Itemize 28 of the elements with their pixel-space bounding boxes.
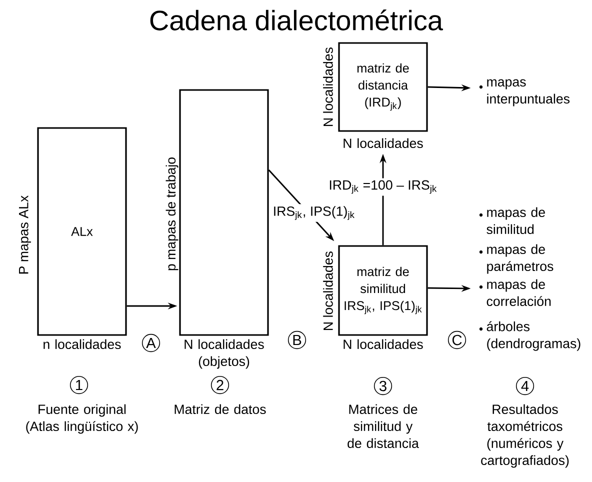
title: Cadena dialectométrica xyxy=(150,10,444,30)
edge-label: IRS$_{jk}$, IPS(1)$_{jk}$ xyxy=(270,204,358,222)
circled-number: 4 xyxy=(516,376,534,396)
axis-label: N localidades xyxy=(323,252,333,330)
axis-label: N localidades xyxy=(344,339,423,350)
bullet-item: mapas de correlación xyxy=(479,279,551,306)
bullet-item: mapas interpuntuales xyxy=(479,79,570,106)
circled-number: 1 xyxy=(70,376,88,394)
caption: Matrices de similitud y de distancia xyxy=(348,404,419,448)
circled-number: A xyxy=(142,334,160,352)
caption: Matriz de datos xyxy=(174,404,266,414)
axis-label: p mapas de trabajo xyxy=(166,158,178,270)
circled-number: C xyxy=(448,330,466,350)
matrix-box: matriz de similitud IRS$_{jk}$, IPS(1)$_{jk}$ xyxy=(338,245,428,336)
edge-label: IRD$_{jk}$ =100 – IRS$_{jk}$ xyxy=(326,178,440,196)
axis-label: N localidades (objetos) xyxy=(184,339,264,369)
axis-label: P mapas ALx xyxy=(19,196,31,274)
caption: Resultados taxométricos (numéricos y cartografiados) xyxy=(481,404,569,468)
circled-number: 2 xyxy=(210,376,230,394)
caption: Fuente original (Atlas lingüístico x) xyxy=(26,404,138,434)
bullet-item: árboles (dendrogramas) xyxy=(479,321,580,351)
axis-label: n localidades xyxy=(44,339,121,350)
axis-label: N localidades xyxy=(323,48,333,126)
matrix-box: matriz de distancia (IRD$_{jk}$) xyxy=(338,42,428,132)
circled-number: B xyxy=(288,330,306,350)
matrix-box: ALx xyxy=(37,127,127,336)
axis-label: N localidades xyxy=(344,138,423,148)
circled-number: 3 xyxy=(374,376,392,396)
